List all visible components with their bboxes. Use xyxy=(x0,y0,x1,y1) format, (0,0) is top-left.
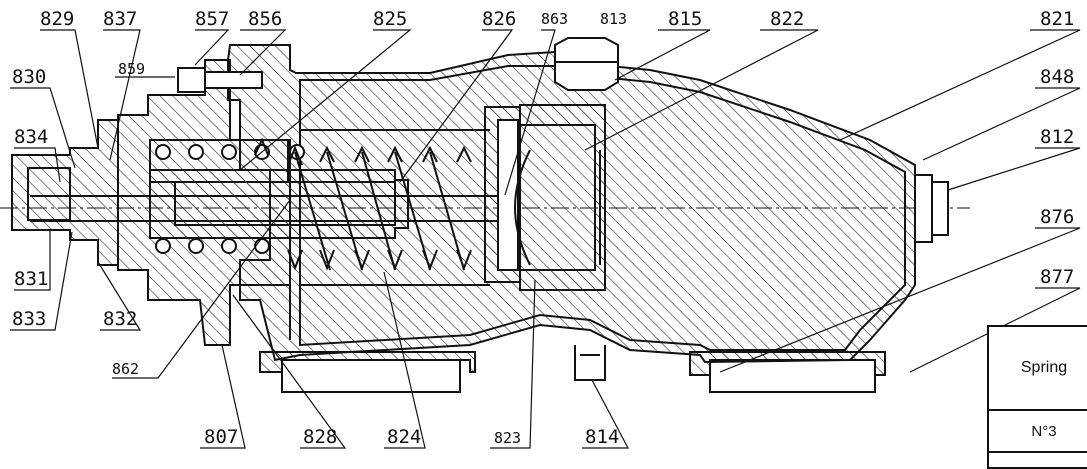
part-876-label: 876 xyxy=(1040,206,1075,228)
bottom-flange-right xyxy=(689,351,886,376)
part-831-label: 831 xyxy=(14,268,49,290)
drain-stub xyxy=(574,345,606,381)
top-nut xyxy=(554,37,619,91)
part-862-label: 862 xyxy=(112,360,140,378)
part-825-label: 825 xyxy=(373,8,408,30)
seat-ring xyxy=(519,104,606,291)
part-877-label: 877 xyxy=(1040,266,1075,288)
part-832-label: 832 xyxy=(103,308,138,330)
part-807-label: 807 xyxy=(204,426,239,448)
part-863-label: 863 xyxy=(541,10,569,28)
part-857-label: 857 xyxy=(195,8,230,30)
part-837-label: 837 xyxy=(103,8,138,30)
spring-table-header: Spring xyxy=(989,327,1087,411)
part-830-label: 830 xyxy=(12,66,47,88)
stem xyxy=(30,195,500,222)
part-822-label: 822 xyxy=(770,8,805,30)
part-815-label: 815 xyxy=(668,8,703,30)
part-826-label: 826 xyxy=(482,8,517,30)
part-848-label: 848 xyxy=(1040,66,1075,88)
part-828-label: 828 xyxy=(303,426,338,448)
bottom-pipe-walls xyxy=(281,360,876,393)
part-833-label: 833 xyxy=(12,308,47,330)
disc-insert xyxy=(497,119,519,271)
part-829-label: 829 xyxy=(40,8,75,30)
main-spring xyxy=(254,137,472,271)
part-823-label: 823 xyxy=(494,429,522,447)
part-812-label: 812 xyxy=(1040,126,1075,148)
spring-table-value: N°3 xyxy=(989,411,1087,453)
seat-curve xyxy=(514,149,601,266)
right-cap xyxy=(914,174,949,243)
part-856-label: 856 xyxy=(248,8,283,30)
part-813-label: 813 xyxy=(600,10,628,28)
bottom-flange-left xyxy=(259,351,476,373)
part-824-label: 824 xyxy=(387,426,422,448)
top-bolt xyxy=(177,67,263,93)
part-859-label: 859 xyxy=(118,60,146,78)
part-834-label: 834 xyxy=(14,126,49,148)
leader-lines xyxy=(10,29,1081,449)
part-821-label: 821 xyxy=(1040,8,1075,30)
spring-table: Spring N°3 xyxy=(987,325,1087,469)
part-814-label: 814 xyxy=(585,426,620,448)
cross-section-drawing xyxy=(0,29,1081,449)
